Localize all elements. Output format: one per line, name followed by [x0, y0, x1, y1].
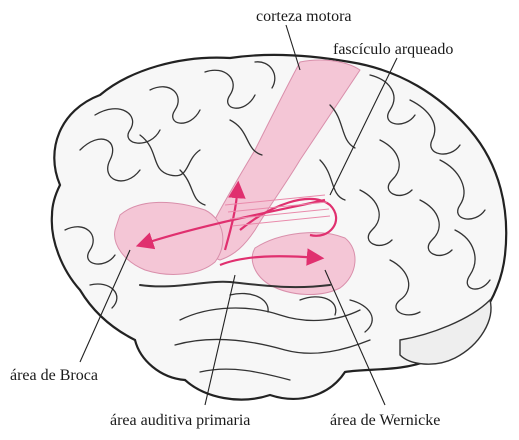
- label-arcuate-fasciculus: fascículo arqueado: [333, 41, 453, 58]
- label-auditory: área auditiva primaria: [110, 412, 250, 429]
- label-broca: área de Broca: [10, 367, 98, 384]
- label-wernicke: área de Wernicke: [330, 412, 440, 429]
- label-motor-cortex: corteza motora: [256, 8, 352, 25]
